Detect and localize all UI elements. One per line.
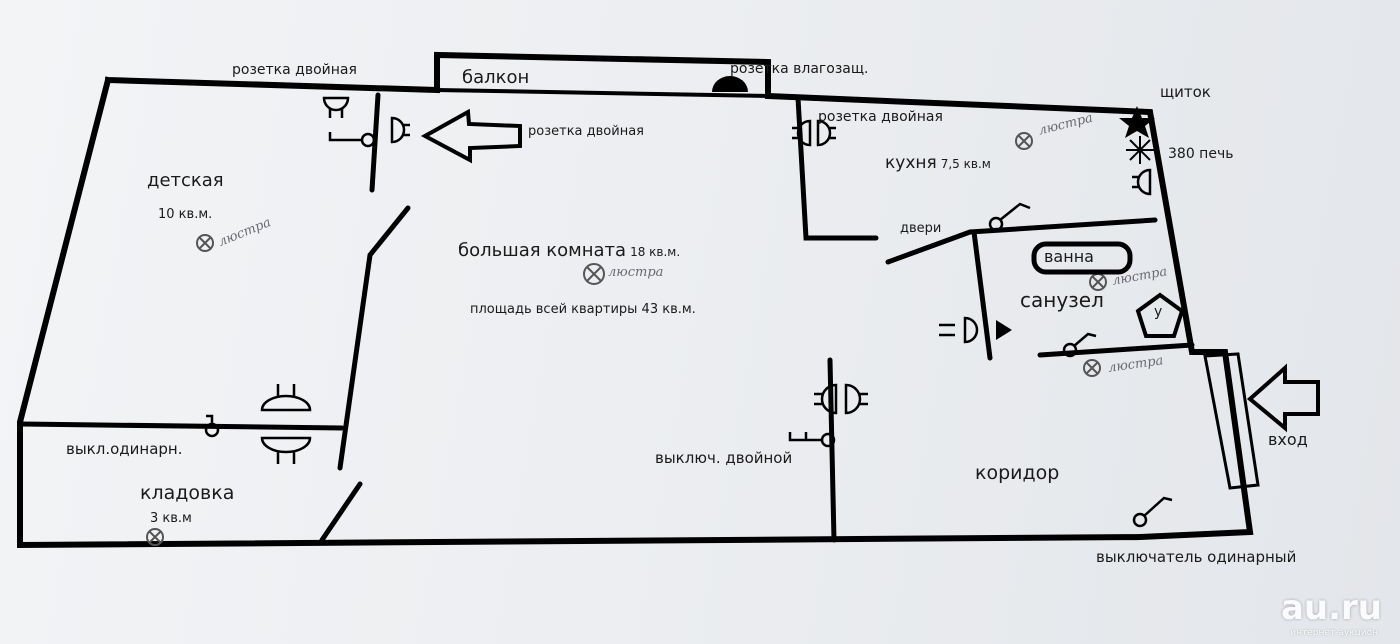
- total-area-label: площадь всей квартиры 43 кв.м.: [470, 302, 696, 317]
- kitchen-name: кухня: [885, 153, 937, 173]
- switch-double-label: выключ. двойной: [655, 449, 793, 467]
- socket-icon: [1132, 168, 1152, 196]
- bathroom-label: санузел: [1020, 288, 1104, 312]
- socket-icon: [390, 116, 410, 144]
- balcony-label: балкон: [462, 67, 530, 88]
- switch-double-icon: [788, 432, 836, 448]
- panel-label: щиток: [1160, 83, 1211, 101]
- wall-kitchen-left: [795, 95, 879, 241]
- panel-star-icon: [1119, 106, 1155, 138]
- watermark-tagline: интернет-аукцион: [1290, 628, 1378, 638]
- socket-icon: [939, 316, 979, 344]
- wall-corridor: [827, 357, 837, 543]
- socket-icon: [814, 383, 868, 415]
- switch-single-label: выключатель одинарный: [1096, 548, 1297, 566]
- big-room-area: 18 кв.м.: [630, 245, 681, 259]
- socket-icon: [322, 96, 350, 118]
- chandelier-icon: [146, 528, 164, 546]
- switch-icon: [1062, 332, 1097, 358]
- heater-icon: [996, 320, 1012, 340]
- toilet-symbol-label: у: [1154, 304, 1163, 320]
- socket-double-kitchen-label: розетка двойная: [818, 109, 943, 125]
- socket-double-top-label: розетка двойная: [232, 62, 357, 78]
- handwritten-note-big-room: люстра: [608, 265, 664, 280]
- bathtub-icon: [1031, 241, 1133, 275]
- entrance-label: вход: [1268, 430, 1308, 449]
- switch-icon: [988, 202, 1031, 232]
- outer-wall: [17, 51, 1254, 549]
- chandelier-icon: [583, 263, 605, 285]
- doors-label: двери: [900, 221, 942, 236]
- balcony-wall: [434, 87, 771, 99]
- wall-bath-left: [971, 229, 993, 361]
- wall-nursery-door: [337, 205, 411, 471]
- chandelier-icon: [1015, 132, 1033, 150]
- switch-icon: [204, 414, 220, 438]
- socket-icon: [260, 436, 312, 464]
- chandelier-icon: [1083, 359, 1101, 377]
- nursery-label: детская: [147, 170, 224, 191]
- nursery-area: 10 кв.м.: [158, 207, 213, 222]
- toilet-icon: [1135, 292, 1185, 338]
- stove-icon: [1126, 136, 1154, 164]
- socket-icon: [792, 119, 836, 147]
- watermark-logo: au.ru: [1280, 588, 1382, 628]
- socket-double-nursery-label: розетка двойная: [528, 124, 644, 139]
- bath-label: ванна: [1044, 247, 1094, 266]
- corridor-label: коридор: [975, 462, 1060, 484]
- stove-label: 380 печь: [1168, 146, 1234, 162]
- switch-icon: [328, 132, 376, 148]
- big-room-name: большая комната: [458, 240, 627, 261]
- wall-nursery-top: [369, 92, 381, 193]
- socket-icon: [260, 384, 312, 412]
- wall-pantry-top: [19, 421, 345, 431]
- pantry-area: 3 кв.м: [150, 511, 192, 526]
- wall-kitchen-bottom: [885, 217, 1158, 265]
- waterproof-socket-icon: [712, 76, 748, 92]
- entrance-door: [1203, 352, 1260, 490]
- pointer-arrow-icon: [420, 108, 522, 164]
- kitchen-area: 7,5 кв.м: [940, 157, 991, 171]
- chandelier-icon: [196, 234, 214, 252]
- wall-pantry-door: [319, 481, 363, 543]
- socket-waterproof-label: розетка влагозащ.: [730, 61, 869, 77]
- entrance-arrow-icon: [1246, 363, 1320, 433]
- switch-single-pantry-label: выкл.одинарн.: [66, 440, 183, 458]
- pantry-label: кладовка: [140, 482, 235, 504]
- switch-icon: [1132, 496, 1173, 528]
